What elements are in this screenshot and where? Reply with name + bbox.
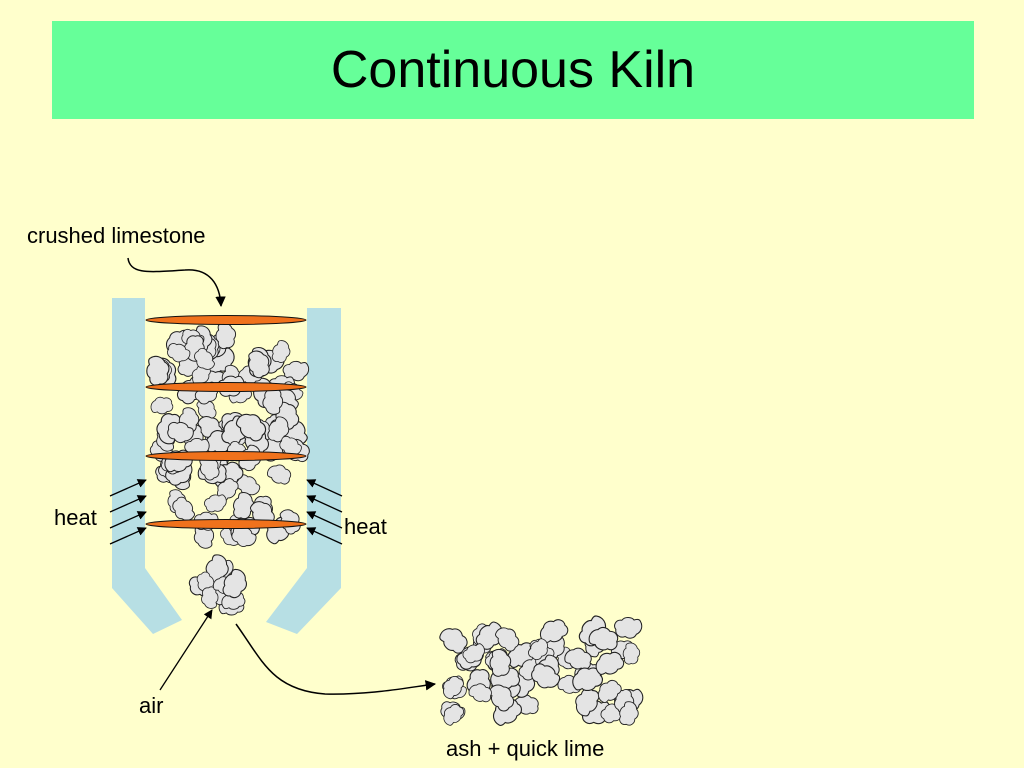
limestone-piece [264,460,295,489]
heat-right-label: heat [344,514,387,539]
input-arrow [127,257,226,308]
air-label: air [139,693,164,718]
heat-left-label: heat [54,505,97,530]
limestone-piece [215,322,237,350]
falling-lime [188,551,253,617]
limestone-piece [489,648,512,677]
fuel-layer [145,451,307,461]
heat-arrows-right [306,479,343,545]
fuel-layer [145,519,307,529]
kiln-right-wall [266,308,341,634]
output-label: ash + quick lime [446,736,605,761]
output-pile [435,611,647,730]
title-bar: Continuous Kiln [52,21,974,119]
limestone-piece [150,396,174,415]
air-arrow [159,609,213,691]
limestone-piece [613,616,643,639]
fuel-layers [145,315,307,529]
fuel-layer [145,315,307,325]
kiln-left-wall [112,298,182,634]
heat-arrows-left [109,479,147,545]
kiln-limestone-pile [145,322,314,552]
page-title: Continuous Kiln [330,41,696,99]
input-label: crushed limestone [27,223,206,248]
fuel-layer [145,382,307,392]
output-arrow [235,623,437,695]
